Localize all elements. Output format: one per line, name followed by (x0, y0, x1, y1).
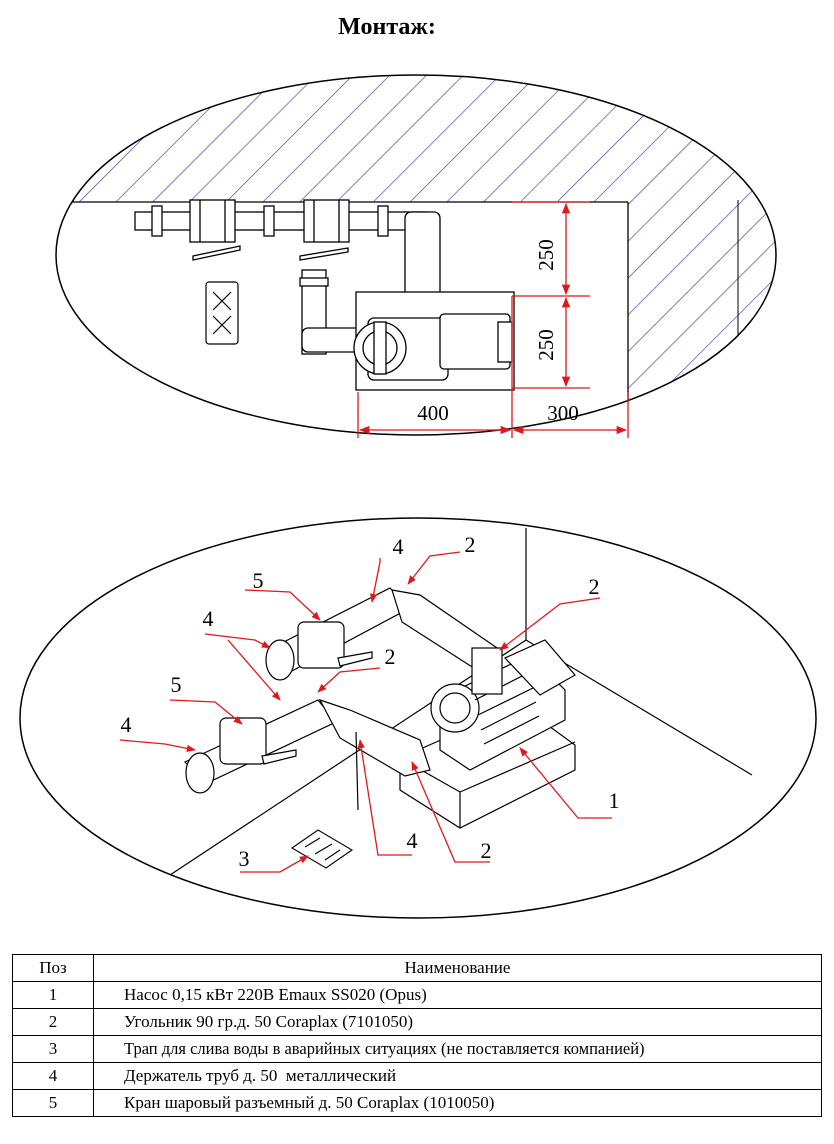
table-row: 3 Трап для слива воды в аварийных ситуац… (12, 1035, 822, 1063)
plan-pipes (134, 199, 515, 391)
callout-label: 2 (481, 838, 492, 863)
callout-label: 2 (385, 644, 396, 669)
parts-table: Поз Наименование 1 Насос 0,15 кВт 220В E… (12, 954, 822, 1117)
row-pos: 5 (12, 1089, 94, 1117)
row-pos: 4 (12, 1062, 94, 1090)
table-row: 1 Насос 0,15 кВт 220В Emaux SS020 (Opus) (12, 981, 822, 1009)
callout-label: 3 (239, 846, 250, 871)
plan-view-drawing: 250 250 400 300 (55, 74, 777, 438)
dimension-label: 300 (547, 401, 579, 425)
callout-label: 4 (393, 534, 404, 559)
row-pos: 1 (12, 981, 94, 1009)
table-header-row: Поз Наименование (12, 954, 822, 982)
iso-drain-grate (290, 829, 354, 869)
iso-leader-lines (119, 551, 612, 873)
plan-dimensions (357, 201, 629, 438)
row-name: Держатель труб д. 50 металлический (93, 1062, 822, 1090)
callout-label: 5 (253, 568, 264, 593)
row-name: Трап для слива воды в аварийных ситуация… (93, 1035, 822, 1063)
callout-label: 2 (465, 532, 476, 557)
iso-pump (399, 639, 576, 829)
callout-label: 4 (203, 606, 214, 631)
plan-drain-grate (205, 281, 239, 345)
column-header-name: Наименование (93, 954, 822, 982)
table-row: 4 Держатель труб д. 50 металлический (12, 1062, 822, 1090)
table-row: 2 Угольник 90 гр.д. 50 Coraplax (7101050… (12, 1008, 822, 1036)
callout-label: 4 (121, 712, 132, 737)
column-header-pos: Поз (12, 954, 94, 982)
row-name: Кран шаровый разъемный д. 50 Coraplax (1… (93, 1089, 822, 1117)
row-name: Угольник 90 гр.д. 50 Coraplax (7101050) (93, 1008, 822, 1036)
iso-outline-ellipse (19, 517, 817, 919)
callout-label: 2 (589, 574, 600, 599)
iso-pipes (184, 587, 503, 794)
dimension-label: 250 (534, 329, 558, 361)
dimension-label: 250 (534, 239, 558, 271)
iso-holder-rod (355, 731, 359, 811)
plan-outline-ellipse (55, 74, 777, 436)
isometric-drawing: 4 2 5 2 4 2 5 4 1 4 2 3 (19, 517, 817, 919)
row-pos: 2 (12, 1008, 94, 1036)
dimension-label: 400 (417, 401, 449, 425)
callout-label: 5 (171, 672, 182, 697)
callout-label: 1 (609, 788, 620, 813)
callout-label: 4 (407, 828, 418, 853)
page-title: Монтаж: (338, 14, 436, 40)
row-name: Насос 0,15 кВт 220В Emaux SS020 (Opus) (93, 981, 822, 1009)
table-row: 5 Кран шаровый разъемный д. 50 Coraplax … (12, 1089, 822, 1117)
row-pos: 3 (12, 1035, 94, 1063)
